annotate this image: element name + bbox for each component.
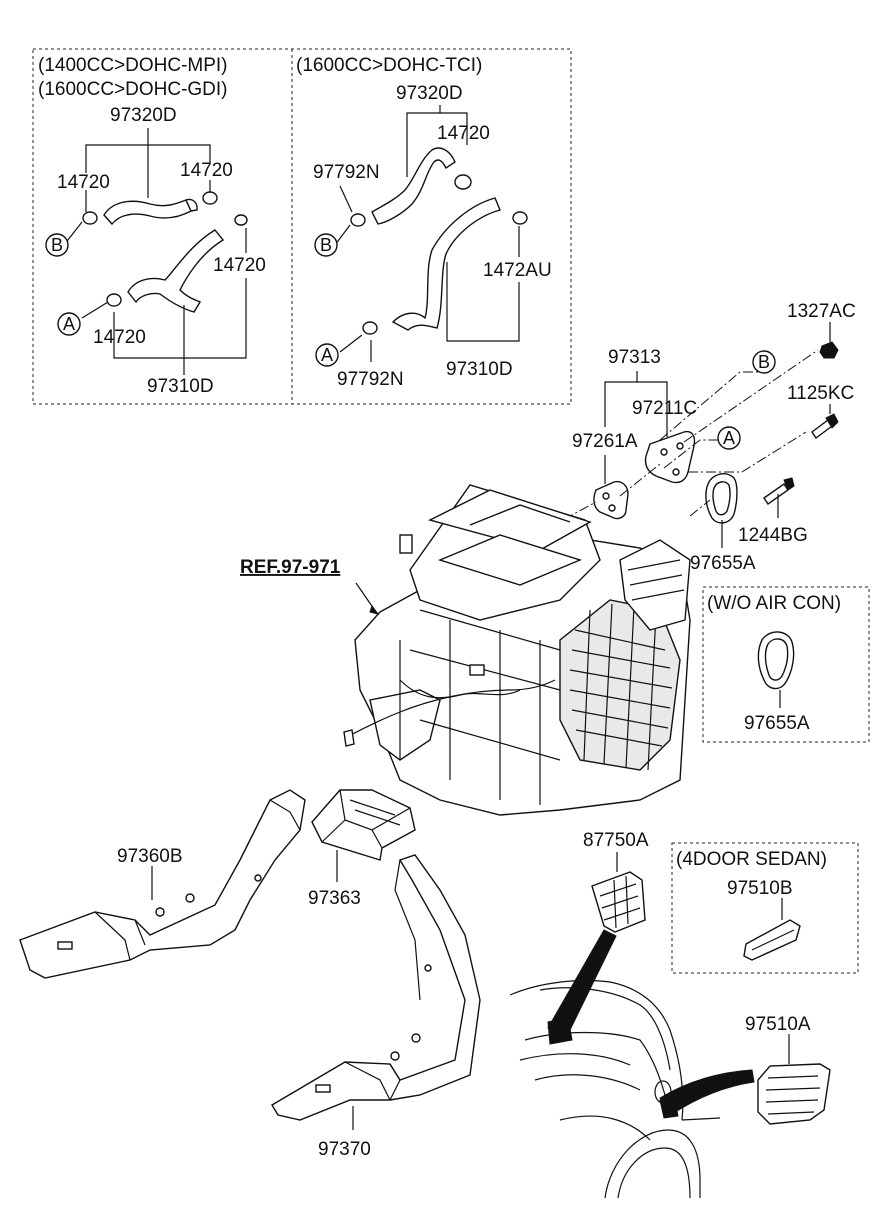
label-1244BG: 1244BG — [738, 525, 808, 546]
label-97211C: 97211C — [632, 398, 697, 419]
gasket-97261A — [593, 480, 629, 520]
marker-a-right — [315, 343, 339, 367]
four-door-sedan-box — [671, 842, 859, 974]
label-97655A: 97655A — [690, 553, 756, 574]
label-97310D-left: 97310D — [147, 376, 214, 397]
wo-air-con-box — [702, 586, 870, 743]
nut-1327AC — [819, 341, 839, 359]
label-1327AC: 1327AC — [787, 301, 856, 322]
hvac-unit — [343, 484, 691, 816]
bolt-1244BG — [763, 477, 795, 505]
label-97655A-wo-aircon: 97655A — [744, 713, 810, 734]
engine-variants-box — [32, 48, 572, 405]
marker-a-upper — [717, 426, 741, 450]
duct-97360B — [19, 789, 306, 979]
duct-97363 — [311, 789, 416, 861]
label-97363: 97363 — [308, 888, 361, 909]
svg-text:A: A — [723, 428, 735, 448]
duct-97370 — [271, 854, 481, 1121]
svg-text:B: B — [51, 235, 63, 255]
wo-air-con-title: (W/O AIR CON) — [707, 593, 841, 614]
svg-text:A: A — [321, 345, 333, 365]
label-97320D-right: 97320D — [396, 83, 463, 104]
label-97370: 97370 — [318, 1139, 371, 1160]
marker-b-upper — [752, 350, 776, 374]
label-ref-97-971: REF.97-971 — [240, 557, 341, 578]
left-hose-assembly — [82, 191, 248, 313]
label-97261A: 97261A — [572, 431, 638, 452]
svg-text:B: B — [758, 352, 770, 372]
label-14720-left-c: 14720 — [213, 255, 266, 276]
label-14720-left-d: 14720 — [93, 327, 146, 348]
marker-a-left — [57, 312, 81, 336]
engine-left-line2: (1600CC>DOHC-GDI) — [38, 79, 228, 100]
label-1472AU: 1472AU — [483, 260, 552, 281]
label-97360B: 97360B — [117, 846, 183, 867]
pointer-97510A — [659, 1069, 755, 1115]
right-hose-assembly — [350, 147, 528, 335]
label-97310D-right: 97310D — [446, 359, 513, 380]
vent-97510B — [743, 919, 801, 961]
marker-b-left — [45, 233, 69, 257]
svg-text:B: B — [320, 235, 332, 255]
four-door-title: (4DOOR SEDAN) — [676, 849, 827, 870]
vent-97510A — [757, 1063, 831, 1125]
vent-87750A — [591, 871, 646, 933]
engine-right-line1: (1600CC>DOHC-TCI) — [296, 55, 482, 76]
label-97320D-left: 97320D — [110, 105, 177, 126]
label-97792N-right-b: 97792N — [337, 369, 404, 390]
label-97313: 97313 — [608, 347, 661, 368]
svg-text:A: A — [63, 314, 75, 334]
label-14720-left-b: 14720 — [180, 160, 233, 181]
label-87750A: 87750A — [583, 830, 649, 851]
label-97510B: 97510B — [727, 878, 793, 899]
label-97510A: 97510A — [745, 1014, 811, 1035]
label-14720-left-a: 14720 — [57, 172, 110, 193]
label-97792N-right-a: 97792N — [313, 162, 380, 183]
bolt-1125KC — [811, 413, 839, 440]
label-1125KC: 1125KC — [787, 383, 854, 404]
engine-left-line1: (1400CC>DOHC-MPI) — [38, 55, 228, 76]
marker-b-right — [314, 233, 338, 257]
label-14720-right: 14720 — [437, 123, 490, 144]
